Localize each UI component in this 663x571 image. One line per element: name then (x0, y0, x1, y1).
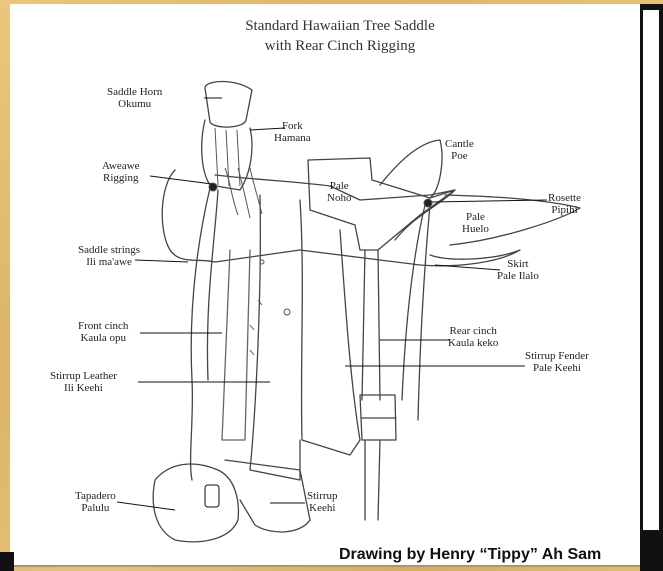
label-aweawe-rigging: Aweawe Rigging (102, 160, 139, 184)
label-rosette: Rosette Pipihi (548, 192, 581, 216)
label-tapadero: Tapadero Palulu (75, 490, 116, 514)
leader-saddle-strings (135, 260, 188, 262)
drawing-credit: Drawing by Henry “Tippy” Ah Sam (339, 546, 601, 564)
fender-slits (250, 300, 262, 355)
label-pale-noho: Pale Noho (327, 180, 351, 204)
pale-noho-shape (308, 158, 455, 250)
stirrup-fender-shape (300, 200, 360, 455)
label-stirrup-fender: Stirrup Fender Pale Keehi (525, 350, 589, 374)
front-strings (191, 188, 218, 480)
label-saddle-strings: Saddle strings Ili ma'awe (78, 244, 140, 268)
label-pale-huelo: Pale Huelo (462, 211, 489, 235)
leader-tapadero (117, 502, 175, 510)
rigging-braid (225, 168, 262, 218)
rear-strings (402, 205, 430, 420)
front-cinch-strap (222, 250, 250, 440)
saddle-horn-shape (205, 82, 252, 128)
stirrup-buckle (205, 485, 219, 507)
fender-edge (250, 195, 300, 480)
rear-cinch-strap (360, 250, 396, 440)
cantle-shape (380, 140, 442, 198)
diagram-title-line2: with Rear Cinch Rigging (150, 38, 530, 55)
leader-skirt (435, 265, 500, 270)
leader-aweawe (150, 176, 212, 184)
rosette-rear (424, 199, 432, 207)
label-saddle-horn: Saddle Horn Okumu (107, 86, 162, 110)
diagram-title-line1: Standard Hawaiian Tree Saddle (150, 18, 530, 35)
label-fork: Fork Hamana (274, 120, 311, 144)
label-stirrup: Stirrup Keehi (307, 490, 338, 514)
leader-rosette (432, 200, 547, 202)
label-stirrup-leather: Stirrup Leather Ili Keehi (50, 370, 117, 394)
label-front-cinch: Front cinch Kaula opu (78, 320, 128, 344)
label-skirt: Skirt Pale Ilalo (497, 258, 539, 282)
tapadero-shape (153, 464, 238, 542)
label-rear-cinch: Rear cinch Kaula keko (448, 325, 498, 349)
label-cantle: Cantle Poe (445, 138, 474, 162)
rear-cinch-tail (365, 440, 380, 520)
fender-rivet (284, 309, 290, 315)
